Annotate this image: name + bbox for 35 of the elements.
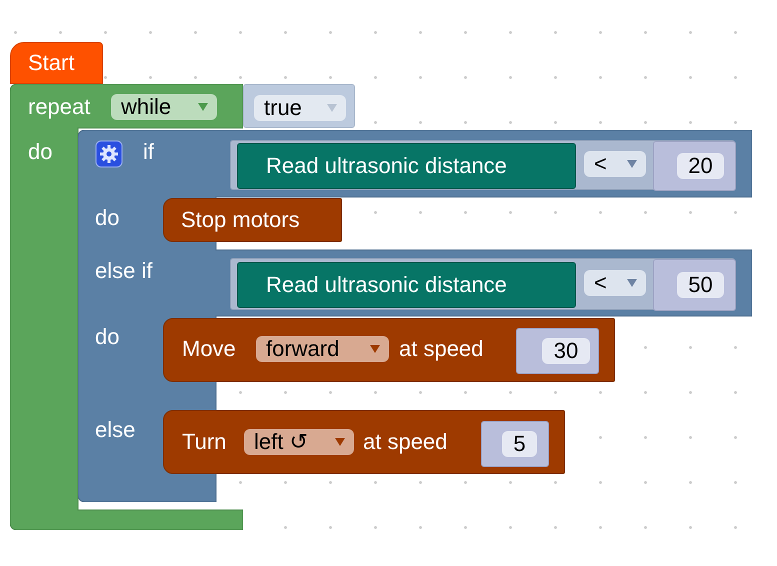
number-block [653, 259, 736, 311]
number-field: 50 [677, 272, 724, 298]
sensor-block: Read ultrasonic distance [237, 143, 576, 189]
number-block [516, 328, 599, 374]
block-label: do [28, 139, 52, 165]
number-field: 20 [677, 153, 724, 179]
dropdown-field: < [584, 151, 646, 177]
number-field: 30 [542, 338, 590, 364]
dropdown-field: forward [256, 336, 389, 362]
action-block [163, 410, 565, 474]
boolean-block [243, 84, 355, 128]
action-block [163, 318, 615, 382]
number-block [481, 421, 549, 467]
dropdown-field: while [111, 94, 217, 120]
block-label: else if [95, 258, 152, 284]
number-field: 5 [502, 431, 537, 457]
block-label: repeat [28, 94, 90, 120]
block-label: else [95, 417, 136, 443]
sensor-block: Read ultrasonic distance [237, 262, 576, 308]
block-label: at speed [363, 429, 448, 455]
dropdown-field: true [254, 95, 346, 121]
block-label: at speed [399, 336, 484, 362]
block-label: Move [182, 336, 236, 362]
if-else-block [78, 130, 752, 502]
action-block: Stop motors [163, 198, 342, 242]
dropdown-field: left ↺ [244, 429, 354, 455]
comparison-block [230, 258, 735, 310]
block-label: if [143, 139, 154, 165]
block-label: Turn [182, 429, 226, 455]
block-label: do [95, 205, 120, 231]
number-block [653, 141, 736, 191]
dropdown-field: < [584, 270, 646, 296]
start-block: Start [10, 42, 103, 84]
comparison-block [230, 140, 735, 190]
block-label: do [95, 324, 120, 350]
